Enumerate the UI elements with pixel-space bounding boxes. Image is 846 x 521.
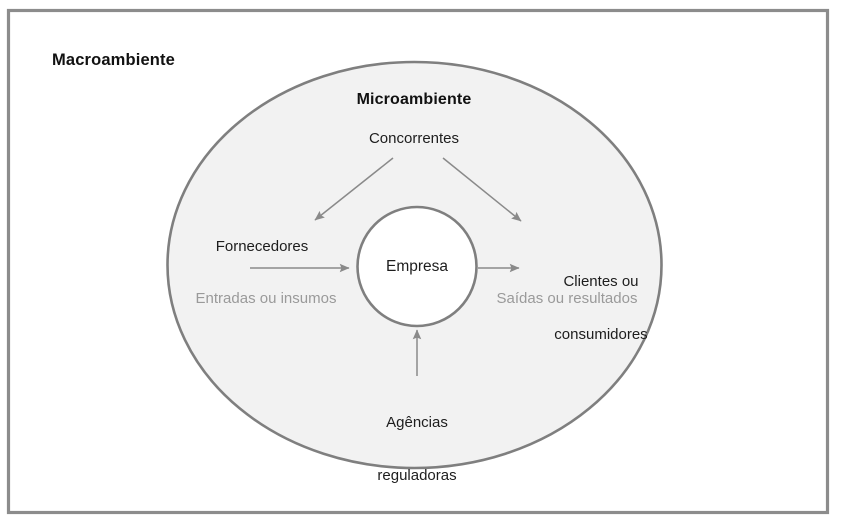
arrow-concorrentes-left	[314, 157, 394, 221]
empresa-circle	[356, 205, 478, 328]
empresa-label: Empresa	[385, 258, 449, 275]
node-label-clientes-line1: Clientes ou	[563, 273, 639, 291]
arrow-concorrentes-right	[442, 157, 522, 222]
flow-label-entradas: Entradas ou insumos	[195, 290, 337, 307]
node-label-agencias-line2: reguladoras	[377, 467, 457, 485]
node-label-clientes-line2: consumidores	[554, 326, 648, 344]
node-label-agencias: Agências reguladoras	[337, 379, 497, 521]
node-label-agencias-line1: Agências	[386, 414, 448, 432]
microambiente-label: Microambiente	[356, 91, 472, 108]
macroambiente-label: Macroambiente	[52, 51, 175, 69]
node-label-fornecedores: Fornecedores	[215, 238, 309, 255]
node-label-clientes: Clientes ou consumidores	[518, 238, 684, 380]
node-label-concorrentes: Concorrentes	[368, 130, 460, 147]
flow-label-saidas: Saídas ou resultados	[496, 290, 638, 307]
